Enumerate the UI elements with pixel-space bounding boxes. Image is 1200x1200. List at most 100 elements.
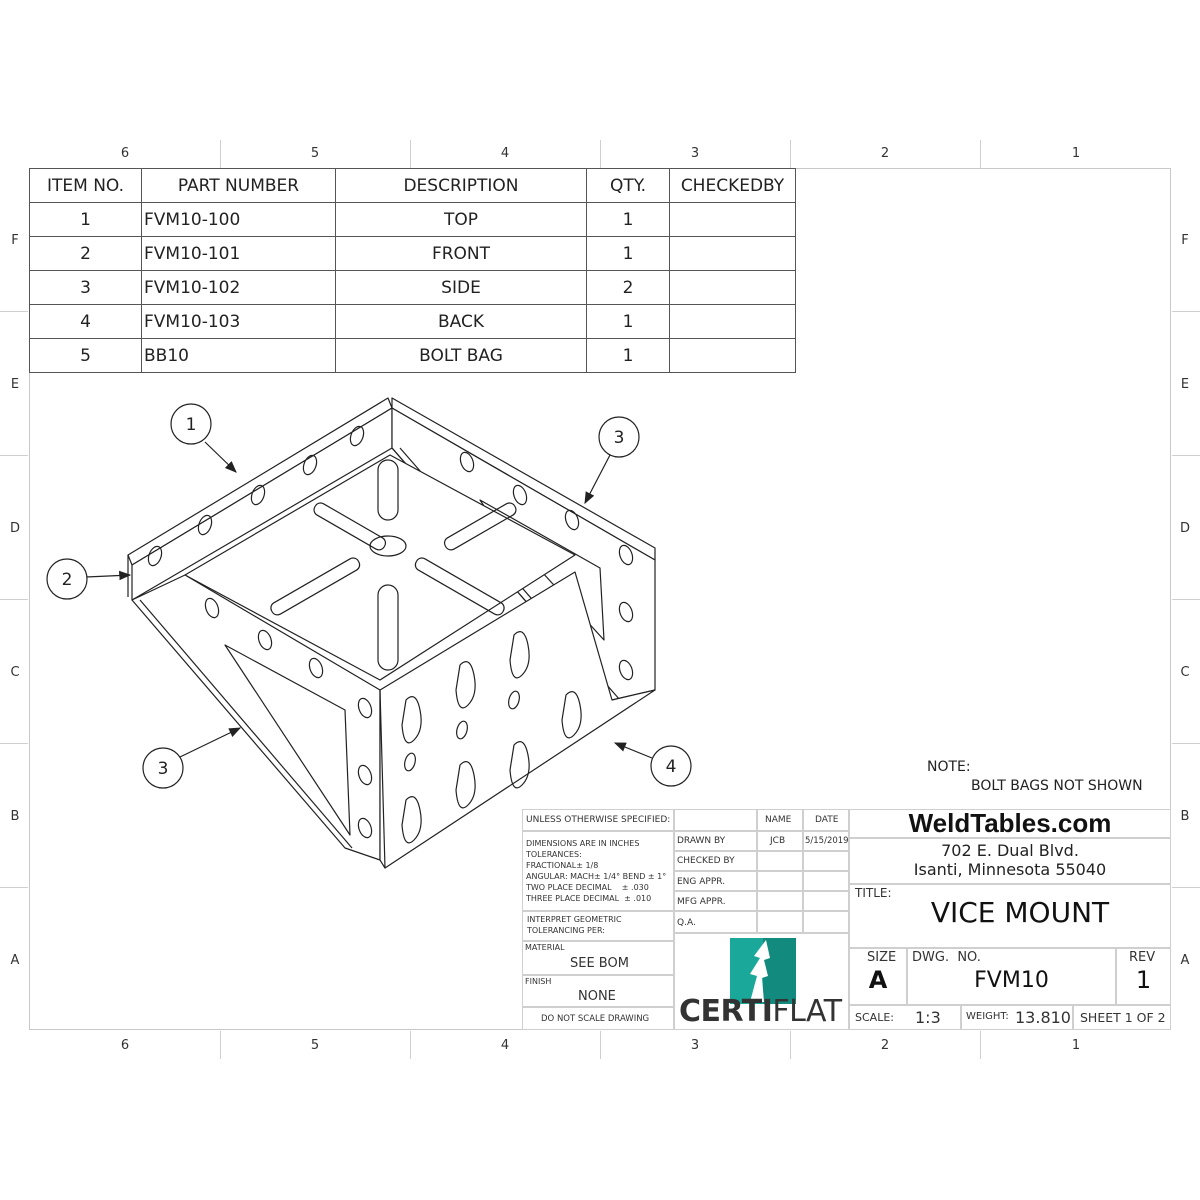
- zone-divider: [600, 140, 601, 168]
- zone-row-label: E: [1180, 377, 1190, 392]
- name-header: NAME: [765, 815, 792, 825]
- dwg-no-value: FVM10: [974, 968, 1049, 993]
- address-line-2: Isanti, Minnesota 55040: [913, 860, 1107, 879]
- leader-line: [584, 454, 611, 505]
- note-text: BOLT BAGS NOT SHOWN: [971, 778, 1143, 794]
- balloon-2: [46, 558, 88, 600]
- zone-divider: [790, 1031, 791, 1059]
- sheet-number: SHEET 1 OF 2: [1080, 1010, 1166, 1025]
- bom-checkedby: [669, 338, 796, 373]
- tb-cell: [674, 809, 757, 831]
- address-line-1: 702 E. Dual Blvd.: [941, 841, 1079, 860]
- tb-cell: [961, 1005, 1073, 1030]
- zone-divider: [0, 743, 28, 744]
- tolerances-block: DIMENSIONS ARE IN INCHES TOLERANCES: FRA…: [526, 838, 666, 904]
- zone-divider: [0, 599, 28, 600]
- zone-column-label: 1: [1071, 146, 1081, 161]
- balloon-label: 1: [186, 415, 197, 435]
- material-value: SEE BOM: [570, 956, 629, 971]
- zone-column-label: 5: [310, 1038, 320, 1053]
- tb-cell: [849, 838, 1171, 884]
- size-label: SIZE: [867, 950, 897, 965]
- balloon-label: 2: [62, 570, 73, 590]
- zone-divider: [790, 140, 791, 168]
- approval-role: Q.A.: [677, 918, 696, 928]
- company-address: 702 E. Dual Blvd. Isanti, Minnesota 5504…: [849, 841, 1171, 879]
- tb-cell: [757, 851, 803, 871]
- zone-row-label: C: [10, 665, 20, 680]
- bom-qty: 1: [586, 202, 670, 237]
- zone-column-label: 2: [880, 146, 890, 161]
- zone-divider: [600, 1031, 601, 1059]
- logo-text-light: FLAT: [772, 994, 842, 1029]
- zone-row-label: E: [10, 377, 20, 392]
- bom-header-qty: QTY.: [586, 168, 670, 203]
- finish-value: NONE: [578, 989, 616, 1004]
- bill-of-materials: ITEM NO. PART NUMBER DESCRIPTION QTY. CH…: [29, 168, 796, 373]
- leader-line: [613, 742, 653, 759]
- tolerance-line: TOLERANCES:: [526, 850, 582, 859]
- zone-column-label: 1: [1071, 1038, 1081, 1053]
- balloon-label: 3: [614, 428, 625, 448]
- tb-cell: [522, 831, 674, 911]
- tb-cell: [674, 871, 757, 891]
- drawing-title: VICE MOUNT: [930, 896, 1110, 929]
- bom-part-number: BB10: [141, 338, 336, 373]
- bom-qty: 2: [586, 270, 670, 305]
- bom-row: 4 FVM10-103 BACK 1: [29, 304, 796, 339]
- bom-qty: 1: [586, 338, 670, 373]
- tb-cell: [674, 891, 757, 911]
- zone-row-label: A: [10, 953, 20, 968]
- balloon-label: 4: [666, 757, 677, 777]
- tb-cell: [803, 891, 849, 911]
- bom-header-item: ITEM NO.: [29, 168, 142, 203]
- tb-cell: [674, 911, 757, 933]
- tb-cell: [674, 933, 849, 1030]
- approval-date: 5/15/2019: [805, 836, 849, 846]
- tb-cell: [757, 809, 803, 831]
- bom-checkedby: [669, 236, 796, 271]
- zone-divider: [1172, 311, 1200, 312]
- zone-column-label: 3: [690, 1038, 700, 1053]
- zone-row-label: B: [10, 809, 20, 824]
- title-label: TITLE:: [855, 886, 892, 900]
- leader-line: [85, 570, 132, 581]
- zone-divider: [1172, 599, 1200, 600]
- approval-role: DRAWN BY: [677, 836, 726, 846]
- approval-name: JCB: [770, 836, 786, 846]
- balloon-4: [650, 745, 692, 787]
- leader-line: [179, 727, 242, 758]
- tolerance-line: TWO PLACE DECIMAL ± .030: [526, 883, 649, 892]
- bom-row: 2 FVM10-101 FRONT 1: [29, 236, 796, 271]
- finish-label: FINISH: [525, 977, 552, 986]
- zone-column-label: 6: [120, 146, 130, 161]
- tb-cell: [803, 809, 849, 831]
- zone-column-label: 3: [690, 146, 700, 161]
- bom-part-number: FVM10-101: [141, 236, 336, 271]
- zone-column-label: 5: [310, 146, 320, 161]
- bom-description: BOLT BAG: [335, 338, 587, 373]
- do-not-scale-label: DO NOT SCALE DRAWING: [541, 1014, 650, 1024]
- tb-cell: [522, 1007, 674, 1030]
- zone-row-label: C: [1180, 665, 1190, 680]
- zone-column-label: 2: [880, 1038, 890, 1053]
- rev-value: 1: [1135, 966, 1152, 994]
- tb-cell: [803, 831, 849, 851]
- balloon-label: 3: [158, 759, 169, 779]
- tb-cell: [757, 871, 803, 891]
- tb-cell: [522, 911, 674, 941]
- approval-role: MFG APPR.: [677, 897, 726, 907]
- bom-part-number: FVM10-103: [141, 304, 336, 339]
- certiflat-logo-text: CERTIFLAT: [679, 995, 842, 1029]
- tb-cell: [757, 891, 803, 911]
- tb-cell: [1116, 948, 1171, 1005]
- bom-part-number: FVM10-100: [141, 202, 336, 237]
- zone-divider: [1172, 887, 1200, 888]
- zone-divider: [1172, 455, 1200, 456]
- zone-row-label: F: [1181, 233, 1189, 248]
- tb-cell: [803, 851, 849, 871]
- tb-cell: [1073, 1005, 1171, 1030]
- tb-cell: [907, 948, 1116, 1005]
- balloon-3-left: [142, 747, 184, 789]
- zone-divider: [220, 140, 221, 168]
